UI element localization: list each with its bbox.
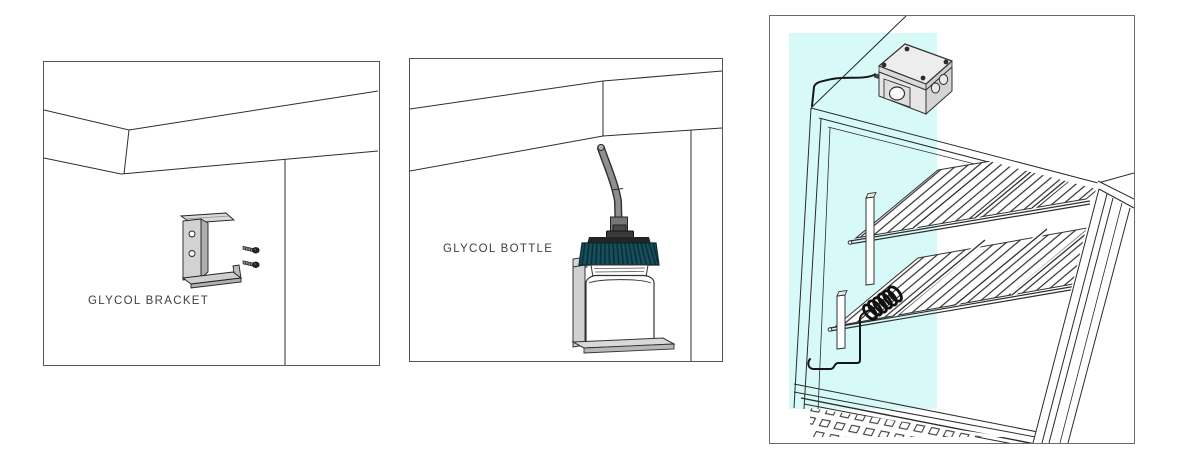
countertop-line-art bbox=[44, 90, 379, 365]
cabinet-interior-drawing bbox=[789, 16, 1134, 443]
shelf-rail-end bbox=[847, 240, 853, 245]
shelf-front-rail bbox=[849, 200, 1091, 242]
shelf-front-rail bbox=[849, 203, 1091, 245]
countertop-bottom-edge bbox=[44, 150, 379, 175]
cap-ribs bbox=[581, 242, 659, 266]
bracket-plate-side bbox=[200, 218, 209, 279]
probe-tube-tip bbox=[597, 144, 605, 151]
countertop-corner-edge bbox=[123, 129, 130, 175]
ceiling-bottom-edge bbox=[410, 127, 722, 172]
door-edge-line bbox=[1041, 193, 1108, 443]
cabinet-right-ridge bbox=[1097, 172, 1134, 184]
sensor-cable bbox=[811, 74, 875, 107]
tube-joint-line bbox=[611, 188, 624, 191]
neck-thread-line bbox=[593, 267, 646, 269]
glycol-bottle-drawing bbox=[410, 70, 722, 361]
panel-glycol-bracket: GLYCOL BRACKET bbox=[43, 61, 380, 366]
cap-top-rim bbox=[587, 237, 651, 244]
panel-glycol-bottle: GLYCOL BOTTLE bbox=[409, 58, 723, 362]
opening-frame-left bbox=[803, 118, 822, 410]
cabinet-top-ridge bbox=[810, 16, 907, 109]
box-lid bbox=[878, 43, 953, 85]
door-edge-line bbox=[1048, 197, 1114, 443]
bottle-body bbox=[585, 274, 655, 350]
countertop-bracket-drawing bbox=[44, 90, 379, 365]
neck-thread-line bbox=[594, 271, 645, 273]
opening-frame-left-inner bbox=[817, 127, 831, 412]
lid-screw bbox=[881, 62, 887, 68]
glycol-bracket-drawing bbox=[179, 212, 243, 289]
bracket-top-flange-fold bbox=[184, 215, 230, 220]
bracket-hole-top bbox=[188, 230, 196, 238]
glycol-bottle-label: GLYCOL BOTTLE bbox=[443, 243, 554, 255]
cabinet-left-edge bbox=[793, 107, 812, 409]
lid-screw bbox=[920, 75, 926, 81]
bottle-bracket-plate bbox=[572, 264, 586, 348]
shelf-support-posts bbox=[836, 191, 877, 350]
door-leading-edge bbox=[1032, 188, 1100, 443]
probe-tube bbox=[598, 145, 622, 224]
bracket-lip-front bbox=[583, 343, 675, 354]
cable-gland bbox=[874, 73, 879, 79]
mounting-screws bbox=[242, 245, 260, 268]
perforated-panel bbox=[810, 408, 1008, 437]
junction-box bbox=[874, 43, 953, 116]
door-face-line bbox=[1067, 207, 1131, 443]
knockout-circle-front bbox=[888, 86, 906, 101]
door-liner-line bbox=[1059, 202, 1123, 443]
screw-bottom bbox=[242, 260, 260, 268]
bottle-assembly bbox=[571, 144, 676, 354]
door-top-edge bbox=[1097, 180, 1134, 200]
knockout-circle-side bbox=[930, 82, 941, 94]
shelf-front-rail bbox=[829, 285, 1095, 332]
ceiling-top-edge bbox=[410, 70, 722, 110]
screw-top bbox=[242, 245, 260, 254]
interior-probe-cable bbox=[807, 306, 877, 370]
knockout-circle-side bbox=[938, 74, 949, 85]
cabinet-front-ridge bbox=[810, 107, 1099, 184]
lid-screw bbox=[904, 46, 910, 52]
bottle-shoulder-line bbox=[588, 279, 652, 284]
bracket-hole-bottom bbox=[188, 250, 196, 257]
countertop-top-edge bbox=[44, 90, 379, 131]
glycol-bracket-label: GLYCOL BRACKET bbox=[88, 295, 210, 307]
lid-screw bbox=[943, 59, 949, 65]
panel-cabinet-installation bbox=[769, 15, 1135, 444]
bracket-bottom-flange-edge bbox=[190, 277, 242, 289]
shelf-rail-end bbox=[827, 327, 833, 332]
ceiling-line-art bbox=[410, 70, 722, 361]
fridge-door bbox=[1032, 180, 1134, 443]
bracket-plate-front bbox=[182, 218, 202, 281]
door-top-inner-edge bbox=[1098, 188, 1134, 209]
